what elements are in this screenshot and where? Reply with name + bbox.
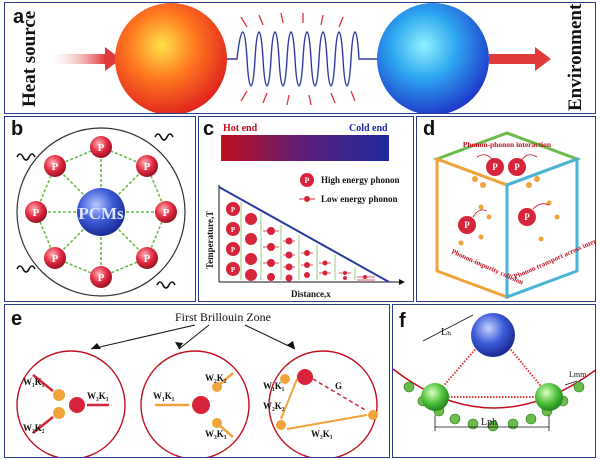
node-p-1: P bbox=[98, 142, 105, 154]
c2-k2: W₂K₂ bbox=[205, 373, 227, 383]
brillouin-zone-title: First Brillouin Zone bbox=[175, 310, 271, 324]
panel-a: a bbox=[4, 2, 596, 114]
node-p-4: P bbox=[144, 253, 151, 265]
panel-b: b bbox=[4, 116, 196, 302]
panel-label-d: d bbox=[423, 118, 436, 140]
panel-b-graphic: PCMs P P P P P P P P bbox=[16, 127, 186, 297]
lph-label: Lph bbox=[481, 417, 497, 428]
spring bbox=[227, 31, 377, 87]
lh-label: Lₕ bbox=[441, 327, 451, 338]
legend-p: P bbox=[305, 176, 310, 185]
hot-end-label: Hot end bbox=[223, 123, 258, 134]
environment-sphere bbox=[377, 3, 489, 113]
phonon-nodes bbox=[25, 136, 177, 288]
c3-k1: W₁K₁ bbox=[263, 381, 285, 391]
panel-f: f bbox=[392, 304, 596, 458]
heat-source-sphere bbox=[115, 3, 227, 113]
node-p-8: P bbox=[52, 161, 59, 173]
heat-flow-arrow-right bbox=[489, 54, 535, 64]
cube-p-2: P bbox=[514, 162, 520, 172]
node-p-6: P bbox=[52, 253, 59, 265]
cold-end-label: Cold end bbox=[349, 123, 388, 134]
panel-c: c Hot end Cold end Temperature,T Distanc… bbox=[198, 116, 414, 302]
node-p-2: P bbox=[144, 161, 151, 173]
left-sphere bbox=[421, 383, 449, 411]
panel-c-graphic: Hot end Cold end Temperature,T Distance,… bbox=[205, 123, 405, 299]
zone-circle-2 bbox=[140, 350, 250, 457]
heat-flow-arrow-left bbox=[45, 54, 105, 64]
cube-p-4: P bbox=[524, 212, 530, 222]
c1-k1: W₁K₁ bbox=[23, 377, 45, 387]
panel-e-graphic: First Brillouin Zone W₁K₁ W₂K₂ W₃K₃ W₁K₁… bbox=[16, 310, 378, 457]
top-sphere bbox=[471, 313, 515, 357]
panel-label-f: f bbox=[399, 310, 406, 332]
c2-k3: W₃K₃ bbox=[205, 429, 227, 439]
node-p-7: P bbox=[33, 207, 40, 219]
zone-circle-1 bbox=[16, 350, 126, 457]
x-axis-label: Distance,x bbox=[291, 289, 331, 299]
panel-label-e: e bbox=[11, 308, 23, 330]
panel-label-a: a bbox=[13, 6, 25, 28]
zone-circle-3 bbox=[268, 350, 378, 457]
panel-d-graphic: Phonon-phonon interaction P P P P Phonon… bbox=[432, 131, 596, 300]
panel-d: d Phonon-phonon interaction P P P P Phon… bbox=[416, 116, 596, 302]
c1-k3: W₃K₃ bbox=[87, 391, 109, 401]
phonon-phonon-label: Phonon-phonon interaction bbox=[463, 140, 552, 149]
cube-p-1: P bbox=[492, 162, 498, 172]
temperature-gradient-bar bbox=[221, 135, 389, 161]
panel-f-graphic: Lₕ Lph Lmm bbox=[393, 313, 595, 432]
heat-source-label: Heat source bbox=[19, 11, 40, 107]
panel-e: e First Brillouin Zone W₁K₁ W₂K₂ W₃K₃ W₁… bbox=[4, 304, 390, 458]
right-sphere bbox=[535, 383, 563, 411]
node-p-3: P bbox=[163, 207, 170, 219]
legend-high: High energy phonon bbox=[321, 175, 400, 185]
panel-label-c: c bbox=[203, 118, 215, 140]
lmm-label: Lmm bbox=[569, 370, 587, 379]
node-p-5: P bbox=[98, 272, 105, 284]
grid-p-4: P bbox=[231, 266, 236, 274]
panel-a-graphic: Heat source Environment bbox=[19, 3, 586, 113]
grid-p-1: P bbox=[231, 206, 236, 214]
panel-label-b: b bbox=[11, 118, 24, 140]
grid-p-3: P bbox=[231, 246, 236, 254]
phonon-transport-label: Phonon transport across interface bbox=[513, 232, 596, 281]
legend-low: Low energy phonon bbox=[321, 194, 398, 204]
grid-p-2: P bbox=[231, 226, 236, 234]
cube-p-3: P bbox=[464, 220, 470, 230]
c2-k1: W₁K₁ bbox=[153, 391, 175, 401]
c3-k2: W₂K₂ bbox=[263, 401, 285, 411]
y-axis-label: Temperature,T bbox=[205, 211, 215, 269]
c3-k3: W₃K₃ bbox=[311, 429, 333, 439]
c1-k2: W₂K₂ bbox=[23, 423, 45, 433]
environment-label: Environment bbox=[565, 3, 586, 111]
c3-g: G bbox=[335, 381, 342, 391]
pcms-label: PCMs bbox=[78, 204, 124, 223]
